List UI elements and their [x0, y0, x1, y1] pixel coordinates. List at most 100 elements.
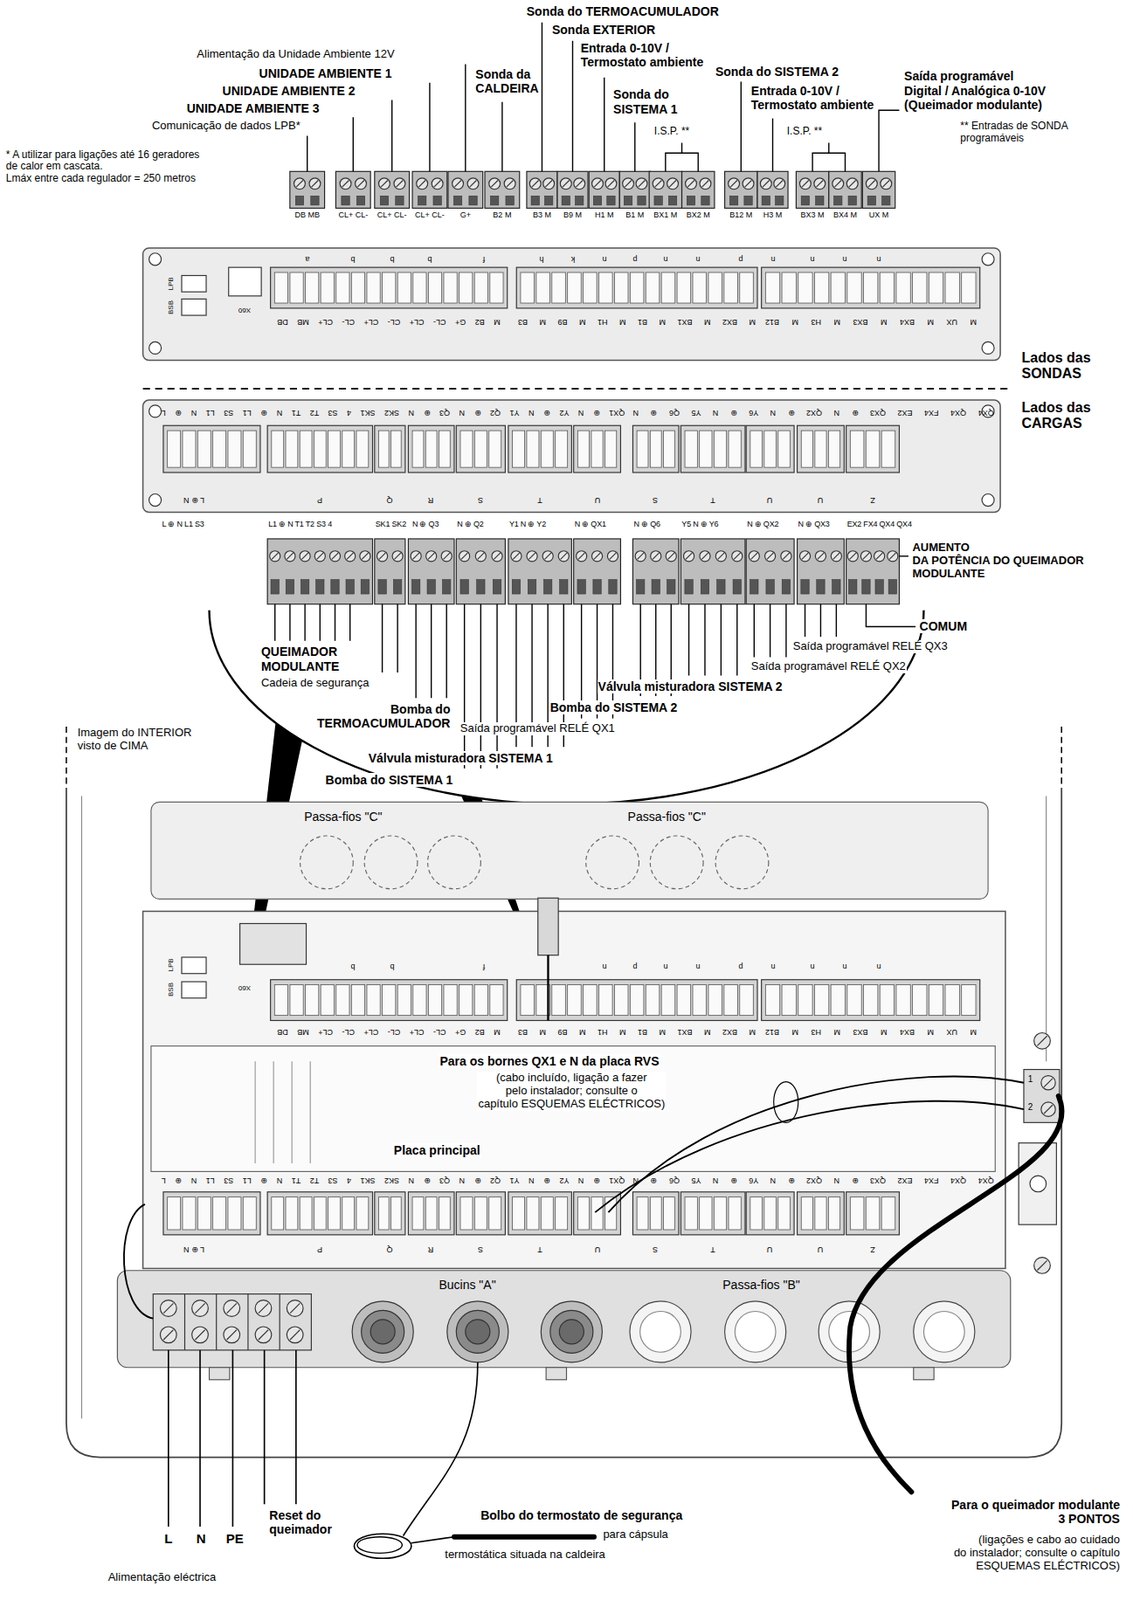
plug-socket: [744, 195, 753, 206]
header-slot: [428, 985, 442, 1016]
screw-slot: [490, 179, 498, 187]
board-marking: h: [539, 255, 545, 264]
leader-line: [704, 604, 705, 677]
leader-line: [430, 604, 432, 698]
knockout-grommet: [586, 835, 640, 890]
terminal-screw: [159, 1300, 177, 1318]
board-marking: QX4 QX4 FX4 EX2 QX3 ⊕ N QX2 ⊕ N Y6 ⊕ N Y…: [633, 408, 995, 418]
plug-socket: [667, 580, 676, 595]
terminal-screw: [715, 551, 726, 562]
header-slot: [750, 430, 763, 468]
screw-slot: [718, 552, 725, 560]
knockout-grommet: [428, 835, 482, 890]
board-marking: S: [652, 1245, 658, 1255]
header-slot: [649, 430, 662, 468]
terminal-screw: [732, 551, 743, 562]
callout-label: PE: [225, 1531, 245, 1547]
plug-socket: [544, 195, 553, 206]
header-slot: [605, 1197, 617, 1230]
text-line: SISTEMA 1: [613, 102, 678, 117]
screw-slot: [1036, 1260, 1047, 1271]
mounting-hole: [149, 341, 162, 354]
plug-socket: [636, 580, 645, 595]
callout-label: Saída programável RELÉ QX3: [792, 640, 949, 654]
terminal-screw: [1034, 1257, 1051, 1275]
terminal-plug: [746, 538, 795, 605]
terminal-plug: [573, 538, 622, 605]
header-slot: [320, 985, 334, 1016]
board-marking: U: [766, 1245, 774, 1255]
header-slot: [305, 985, 319, 1016]
board-marking: Q: [386, 1245, 394, 1255]
header-slot: [764, 1197, 777, 1230]
text-line: DA POTÊNCIA DO QUEIMADOR: [911, 554, 1084, 568]
sensor-plug: [538, 898, 559, 955]
text-line: ** Entradas de SONDA: [960, 120, 1068, 133]
header-slot: [928, 272, 943, 304]
header-slot: [567, 272, 582, 304]
text-line: TERMOACUMULADOR: [317, 716, 450, 731]
text-line: Para o queimador modulante: [951, 1498, 1120, 1513]
screw-slot: [296, 179, 304, 187]
board-marking: LPB: [167, 959, 176, 973]
header-slot: [750, 1197, 763, 1230]
text-line: programáveis: [960, 132, 1068, 146]
screw-slot: [512, 552, 519, 560]
header-slot: [692, 985, 707, 1016]
header-slot: [961, 985, 976, 1016]
header-slot: [351, 272, 365, 304]
mounting-hole: [149, 494, 162, 507]
screw-slot: [609, 552, 616, 560]
plug-socket: [511, 580, 520, 595]
text-line: Lados das: [1021, 400, 1091, 416]
plug-socket: [834, 195, 843, 206]
text-line: do instalador; consulte o capítulo: [953, 1547, 1120, 1561]
terminal-screw: [846, 178, 858, 190]
leader-line: [835, 604, 837, 637]
plug-socket: [862, 580, 871, 595]
callout-label: Passa-fios "C": [303, 809, 382, 824]
header-slot: [305, 272, 319, 304]
header-slot: [724, 985, 739, 1016]
board-marking: n: [663, 961, 668, 971]
header-slot: [577, 430, 589, 468]
plug-socket: [341, 195, 350, 206]
header-slot: [849, 430, 864, 468]
screw-slot: [655, 179, 663, 187]
screw-slot: [346, 552, 353, 560]
screw-slot: [361, 552, 368, 560]
plug-socket: [816, 580, 825, 595]
plug-socket: [761, 195, 770, 206]
text-line: Entrada 0-10V /: [580, 41, 705, 56]
strip-divider: [279, 1294, 281, 1351]
text-line: 3 PONTOS: [951, 1512, 1120, 1527]
terminal-label: N ⊕ QX3: [797, 519, 831, 529]
header-slot: [849, 1197, 864, 1230]
mains-terminal-strip: [152, 1294, 311, 1351]
terminal-label: Y5 N ⊕ Y6: [680, 519, 719, 529]
leader-line: [349, 604, 351, 642]
callout-label: Placa principal: [393, 1143, 482, 1158]
board-marking: R: [428, 495, 435, 505]
text-line: Sonda do: [613, 87, 678, 102]
terminal-screw: [592, 178, 604, 190]
leader-line: [263, 1350, 266, 1505]
screw-slot: [637, 552, 644, 560]
header-slot: [629, 272, 644, 304]
leader-line: [753, 604, 755, 658]
callout-label: Lados das SONDAS: [1020, 350, 1092, 383]
board-marking: M BX2 M BX1 M B1 M H1 M B9 M B3: [518, 317, 756, 327]
screw-slot: [702, 179, 710, 187]
board-marking: n: [810, 961, 816, 971]
header-slot: [167, 1197, 181, 1230]
terminal-screw: [667, 178, 679, 190]
terminal-label: G+: [459, 210, 472, 220]
terminal-plug: [795, 171, 829, 208]
callout-label: Cadeia de segurança: [260, 677, 371, 691]
header-slot: [614, 985, 629, 1016]
board-marking: BSB: [167, 300, 176, 315]
header-slot: [781, 272, 796, 304]
board-marking: T: [710, 495, 716, 505]
screw-slot: [531, 179, 539, 187]
terminal-screw: [511, 551, 522, 562]
